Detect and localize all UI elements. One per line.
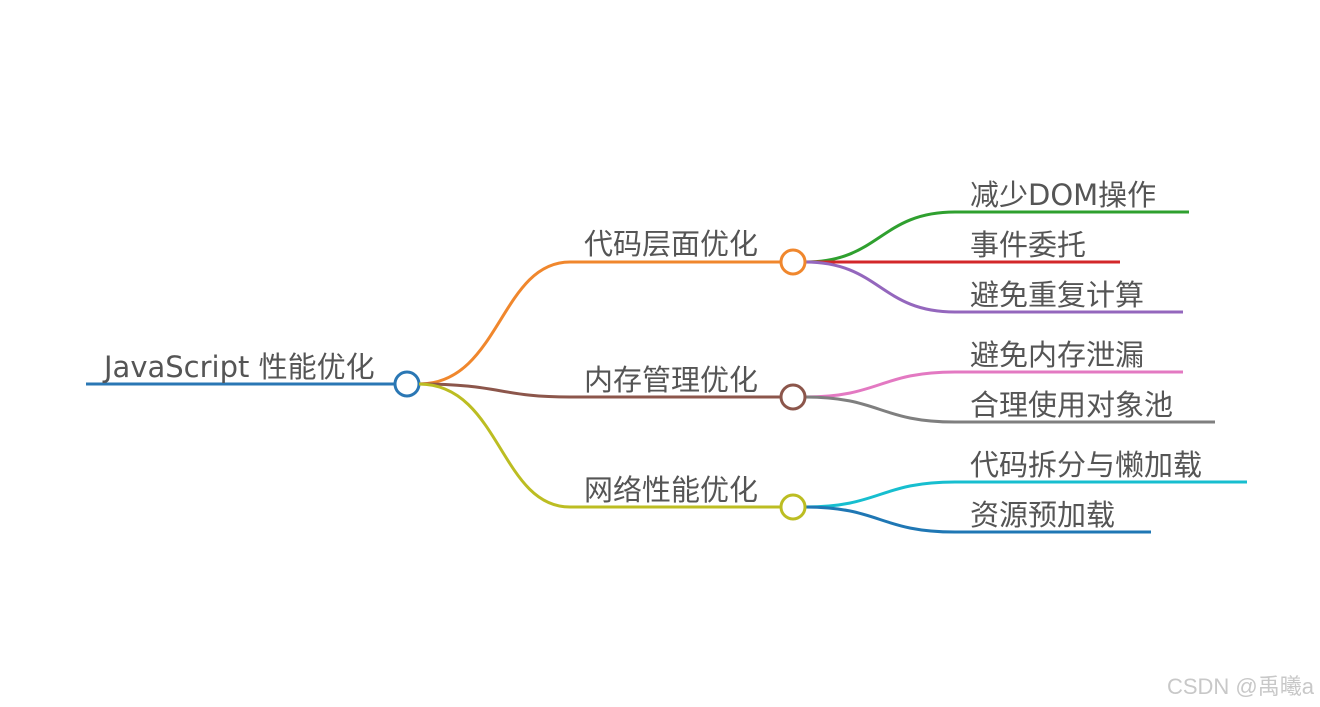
branch-network[interactable]: 网络性能优化 代码拆分与懒加载 资源预加载 (418, 382, 1247, 534)
branch-circle[interactable] (779, 493, 807, 521)
root-circle[interactable] (393, 370, 421, 398)
branch-label: 内存管理优化 (584, 363, 758, 397)
leaf-label[interactable]: 避免重复计算 (970, 278, 1144, 312)
branch-connector (418, 382, 781, 399)
branch-code-level[interactable]: 代码层面优化 减少DOM操作 事件委托 避免重复计算 (418, 178, 1189, 386)
watermark: CSDN @禹曦a (1166, 674, 1314, 699)
leaf-connector (804, 370, 1183, 399)
branch-label: 网络性能优化 (584, 473, 758, 507)
leaf-label[interactable]: 事件委托 (970, 228, 1086, 262)
leaf-connector (804, 260, 1183, 314)
leaf-connector (804, 480, 1247, 509)
leaf-connector (804, 505, 1151, 534)
leaf-label[interactable]: 避免内存泄漏 (970, 338, 1144, 372)
branch-memory[interactable]: 内存管理优化 避免内存泄漏 合理使用对象池 (418, 338, 1215, 424)
branch-connector (418, 260, 781, 386)
branch-circle[interactable] (779, 248, 807, 276)
branch-label: 代码层面优化 (584, 227, 758, 261)
leaf-label[interactable]: 代码拆分与懒加载 (970, 448, 1202, 482)
leaf-label[interactable]: 资源预加载 (970, 498, 1115, 532)
leaf-label[interactable]: 减少DOM操作 (970, 178, 1156, 212)
leaf-connector (804, 210, 1189, 264)
branch-circle[interactable] (779, 383, 807, 411)
root-label: JavaScript 性能优化 (102, 350, 375, 384)
leaf-label[interactable]: 合理使用对象池 (970, 388, 1173, 422)
root-node[interactable]: JavaScript 性能优化 (86, 350, 421, 398)
leaf-connector (804, 395, 1215, 424)
branch-connector (418, 382, 781, 509)
